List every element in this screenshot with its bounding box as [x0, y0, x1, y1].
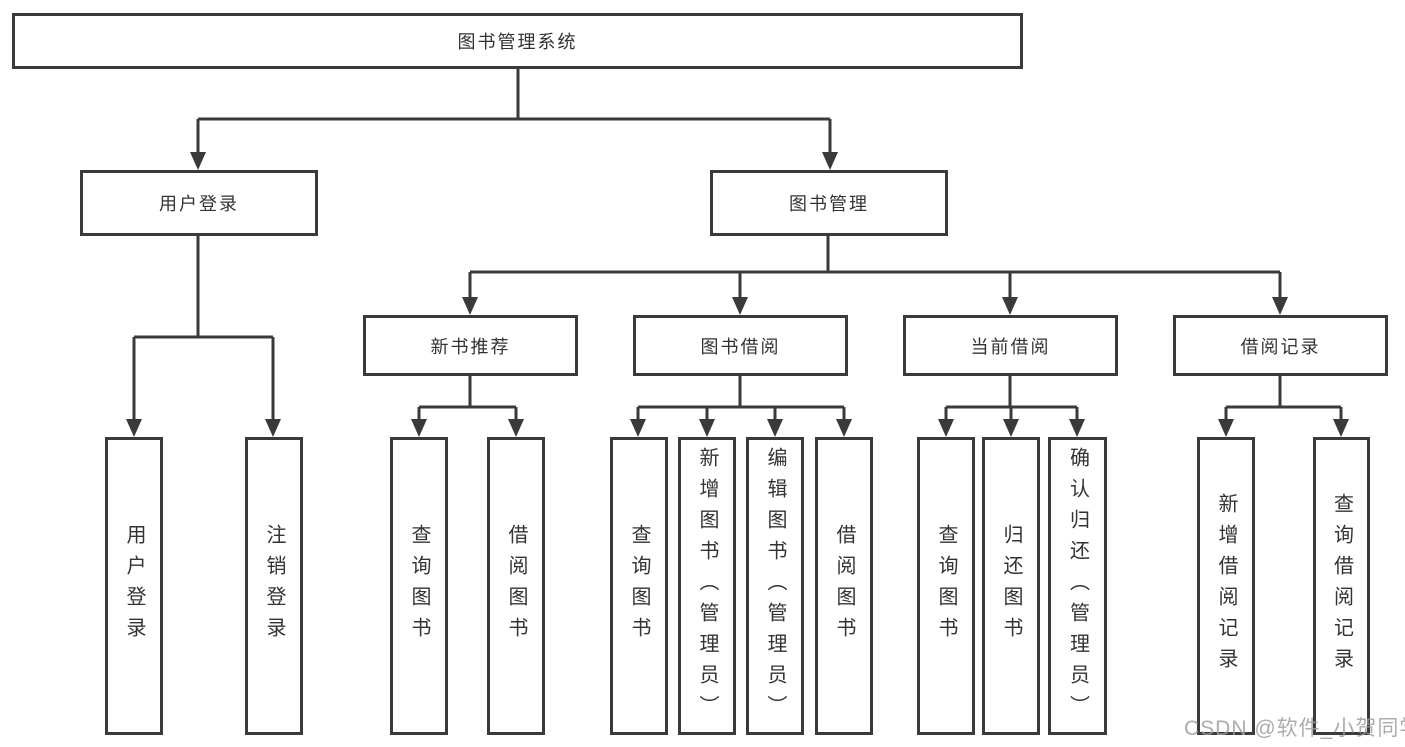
node-label: 图书管理 [789, 194, 869, 214]
node-new-book-recommendation: 新书推荐 [363, 315, 578, 376]
leaf-label: 查询借阅记录 [1330, 493, 1353, 679]
node-current-borrowing: 当前借阅 [903, 315, 1118, 376]
connector-path [132, 69, 1343, 421]
node-label: 图书管理系统 [457, 32, 578, 52]
leaf-label: 新增图书（管理员） [696, 446, 718, 726]
leaf-label: 用户登录 [123, 524, 145, 648]
leaf-newbook-query-books: 查询图书 [390, 437, 448, 735]
leaf-user-login: 用户登录 [105, 437, 163, 735]
leaf-borrowing-edit-books-admin: 编辑图书（管理员） [746, 437, 804, 735]
node-book-management: 图书管理 [710, 170, 948, 236]
node-label: 借阅记录 [1240, 336, 1321, 357]
node-label: 用户登录 [159, 194, 239, 214]
leaf-logout: 注销登录 [245, 437, 303, 735]
leaf-label: 借阅图书 [833, 524, 855, 648]
node-book-borrowing: 图书借阅 [633, 315, 848, 376]
leaf-label: 注销登录 [263, 524, 285, 648]
leaf-label: 确认归还（管理员） [1066, 446, 1089, 726]
leaf-newbook-borrow-books: 借阅图书 [487, 437, 545, 735]
leaf-label: 新增借阅记录 [1215, 493, 1237, 679]
leaf-current-return-books: 归还图书 [982, 437, 1040, 735]
leaf-label: 查询图书 [628, 524, 650, 648]
node-user-login: 用户登录 [80, 170, 318, 236]
arrowheads [126, 152, 1349, 437]
leaf-records-query-borrow-record: 查询借阅记录 [1313, 437, 1370, 735]
csdn-watermark: CSDN @软件_小贺同学 [1184, 717, 1405, 740]
leaf-borrowing-add-books-admin: 新增图书（管理员） [678, 437, 736, 735]
node-label: 图书借阅 [700, 336, 781, 357]
node-label: 新书推荐 [430, 336, 511, 357]
node-book-management-system: 图书管理系统 [12, 13, 1023, 69]
node-label: 当前借阅 [970, 336, 1051, 357]
leaf-borrowing-query-books: 查询图书 [610, 437, 668, 735]
leaf-current-query-books: 查询图书 [917, 437, 975, 735]
leaf-label: 查询图书 [408, 524, 430, 648]
leaf-records-add-borrow-record: 新增借阅记录 [1197, 437, 1255, 735]
leaf-label: 借阅图书 [505, 524, 527, 648]
node-borrowing-records: 借阅记录 [1173, 315, 1388, 376]
leaf-borrowing-borrow-books: 借阅图书 [815, 437, 873, 735]
leaf-current-confirm-return-admin: 确认归还（管理员） [1048, 437, 1107, 735]
leaf-label: 归还图书 [1000, 524, 1022, 648]
leaf-label: 查询图书 [935, 524, 957, 648]
leaf-label: 编辑图书（管理员） [764, 446, 786, 726]
